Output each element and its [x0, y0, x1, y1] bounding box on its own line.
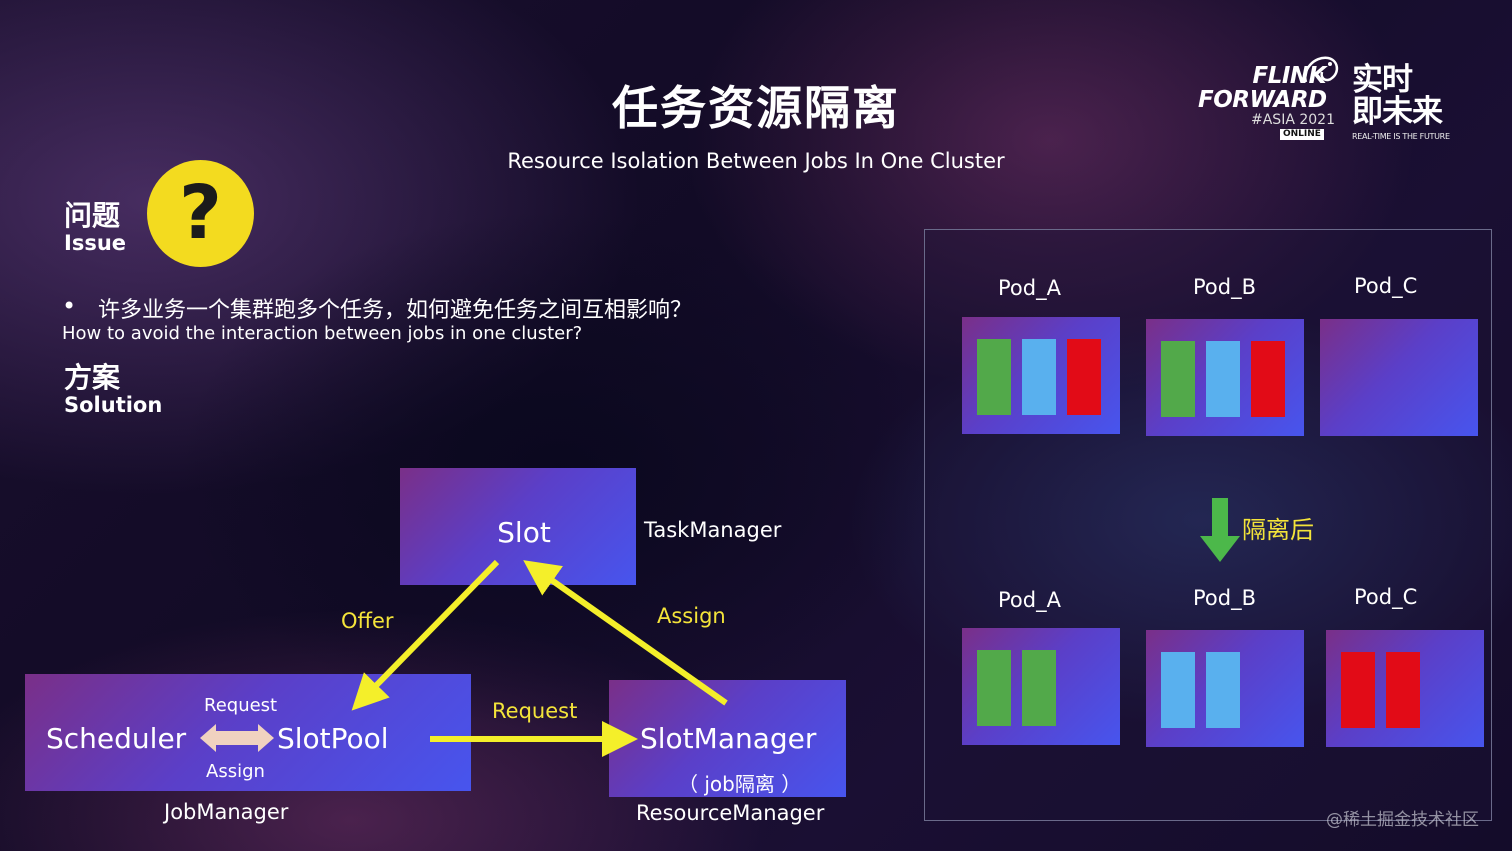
issue-heading-en: Issue [64, 231, 127, 255]
solution-heading-cn: 方案 [64, 361, 121, 394]
resourcemanager-label: ResourceManager [636, 801, 825, 825]
logo-cn-line1: 实时 [1352, 62, 1413, 98]
issue-heading-cn: 问题 [64, 199, 121, 232]
logo-cn-slogan: 实时 即未来 [1352, 62, 1443, 130]
double-arrow-icon [200, 724, 274, 752]
job-block [1251, 341, 1285, 417]
page-subtitle: Resource Isolation Between Jobs In One C… [507, 149, 1005, 173]
slotpool-label: SlotPool [277, 722, 389, 755]
logo-line2: FORWARD [1198, 87, 1327, 113]
logo-wordmark: FLINK FORWARD [1198, 63, 1327, 113]
slotmanager-label: SlotManager [640, 722, 817, 755]
job-block [977, 339, 1011, 415]
slot-box [400, 468, 636, 585]
solution-heading-en: Solution [64, 393, 163, 417]
pod-c-before-label: Pod_C [1354, 274, 1418, 298]
pod-c-after [1326, 630, 1484, 747]
job-block [1161, 341, 1195, 417]
assign-label: Assign [657, 604, 726, 628]
pod-b-before [1146, 319, 1304, 436]
scheduler-label: Scheduler [46, 722, 187, 755]
assign-arrow [523, 560, 728, 706]
job-block [1161, 652, 1195, 728]
offer-arrow [351, 559, 500, 711]
logo-badge: ONLINE [1280, 129, 1324, 140]
job-isolation-label: （ job隔离 ） [678, 772, 802, 796]
slot-label: Slot [497, 516, 551, 549]
jobmanager-label: JobManager [164, 800, 289, 824]
job-block [977, 650, 1011, 726]
down-arrow-icon [1200, 498, 1240, 562]
pod-a-after-label: Pod_A [998, 588, 1061, 612]
logo-edition: #ASIA 2021 [1251, 112, 1335, 128]
job-block [1022, 339, 1056, 415]
logo-line1: FLINK [1252, 63, 1327, 89]
watermark: @稀土掘金技术社区 [1326, 810, 1479, 830]
job-block [1022, 650, 1056, 726]
pod-b-after [1146, 630, 1304, 747]
logo-cn-line2: 即未来 [1352, 94, 1443, 130]
pod-c-after-label: Pod_C [1354, 585, 1418, 609]
issue-question-cn: 许多业务一个集群跑多个任务，如何避免任务之间互相影响？ [98, 298, 693, 323]
pod-a-after [962, 628, 1120, 745]
flink-forward-logo: FLINK FORWARD #ASIA 2021 ONLINE 实时 即未来 R… [1196, 52, 1456, 152]
pod-a-before [962, 317, 1120, 434]
scheduler-assign-label: Assign [206, 761, 265, 782]
job-block [1386, 652, 1420, 728]
squirrel-icon [1303, 56, 1339, 83]
pod-b-before-label: Pod_B [1193, 275, 1256, 299]
bullet-icon: • [62, 292, 77, 320]
scheduler-request-label: Request [204, 695, 278, 716]
job-block [1206, 652, 1240, 728]
offer-label: Offer [341, 609, 394, 633]
resourcemanager-box [609, 680, 846, 797]
job-block [1067, 339, 1101, 415]
logo-tagline: REAL-TIME IS THE FUTURE [1352, 132, 1450, 141]
pod-b-after-label: Pod_B [1193, 586, 1256, 610]
pod-a-before-label: Pod_A [998, 276, 1061, 300]
after-isolation-label: 隔离后 [1242, 516, 1314, 544]
question-mark-icon: ? [147, 160, 254, 267]
request-label: Request [492, 699, 578, 723]
job-block [1206, 341, 1240, 417]
taskmanager-label: TaskManager [644, 518, 782, 542]
page-title: 任务资源隔离 [612, 81, 900, 135]
job-block [1341, 652, 1375, 728]
pod-c-before [1320, 319, 1478, 436]
issue-question-en: How to avoid the interaction between job… [62, 323, 583, 344]
